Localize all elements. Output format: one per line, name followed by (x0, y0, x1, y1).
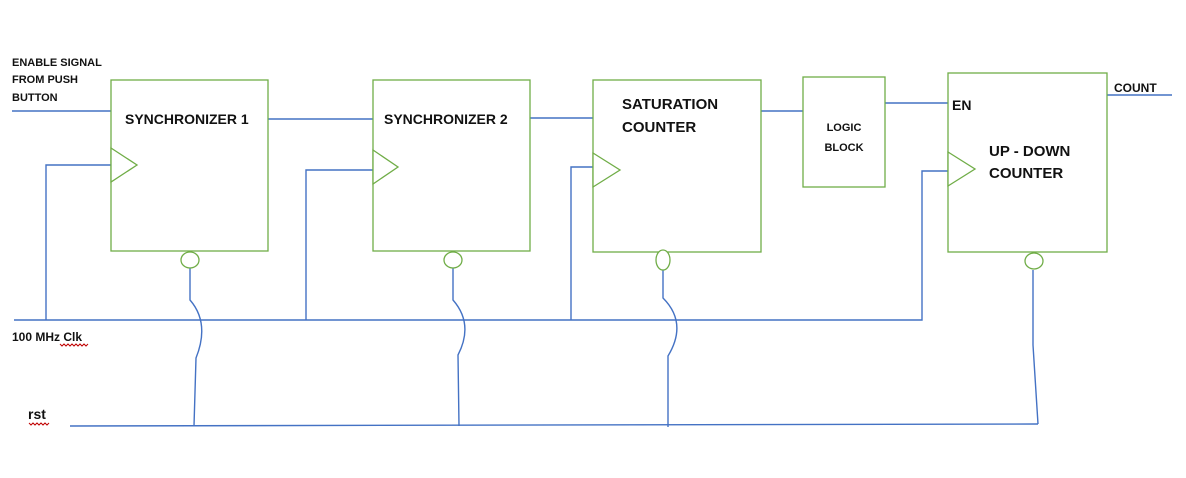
reset-bubble-icon (180, 251, 200, 269)
up-down-counter-block: EN UP - DOWN COUNTER (947, 72, 1108, 270)
enable-input-label-line3: BUTTON (12, 92, 58, 104)
clock-bus-to-updown (212, 170, 948, 321)
reset-tap-sync2 (452, 268, 466, 427)
reset-tap-sat (662, 270, 678, 427)
reset-tap-updown (1032, 270, 1039, 425)
clock-triangle-icon (372, 148, 400, 186)
synchronizer-1-block: SYNCHRONIZER 1 (110, 79, 269, 269)
data-path-wires (12, 94, 1172, 120)
clock-label: 100 MHz Clk (12, 330, 82, 344)
reset-bubble-icon (655, 249, 671, 271)
clock-tap-sync1 (45, 164, 111, 320)
synchronizer-1-label: SYNCHRONIZER 1 (125, 111, 249, 127)
reset-bus (69, 423, 1039, 427)
reset-bubble-icon (1024, 252, 1044, 270)
up-down-counter-label-line1: UP - DOWN (989, 143, 1070, 160)
logic-block: LOGIC BLOCK (802, 76, 886, 188)
clock-triangle-icon (947, 150, 977, 188)
logic-block-box (802, 76, 886, 188)
enable-input-label-line1: ENABLE SIGNAL (12, 57, 102, 69)
enable-pin-label: EN (952, 97, 971, 113)
saturation-counter-label-line2: COUNTER (622, 119, 696, 136)
reset-tap-sync1 (189, 268, 203, 427)
enable-input-label-line2: FROM PUSH (12, 74, 78, 86)
count-output-label: COUNT (1114, 81, 1157, 95)
reset-label: rst (28, 406, 46, 422)
saturation-counter-box (592, 79, 762, 253)
spellcheck-underline (59, 343, 89, 347)
clock-triangle-icon (592, 151, 622, 189)
enable-input-label: ENABLE SIGNAL FROM PUSH BUTTON (12, 57, 102, 104)
logic-block-label-line2: BLOCK (824, 142, 863, 154)
saturation-counter-label-line1: SATURATION (622, 96, 718, 113)
clock-tap-sync2 (305, 169, 373, 320)
spellcheck-underline (28, 422, 50, 426)
synchronizer-2-label: SYNCHRONIZER 2 (384, 111, 508, 127)
clock-tap-sat (570, 166, 593, 320)
reset-bubble-icon (443, 251, 463, 269)
clock-triangle-icon (110, 146, 139, 184)
up-down-counter-box (947, 72, 1108, 253)
saturation-counter-block: SATURATION COUNTER (592, 79, 762, 271)
clock-net-wires (14, 164, 948, 321)
up-down-counter-label-line2: COUNTER (989, 165, 1063, 182)
synchronizer-2-block: SYNCHRONIZER 2 (372, 79, 531, 269)
logic-block-label-line1: LOGIC (827, 122, 862, 134)
reset-net-wires (69, 268, 1039, 427)
synchronizer-2-box (372, 79, 531, 252)
